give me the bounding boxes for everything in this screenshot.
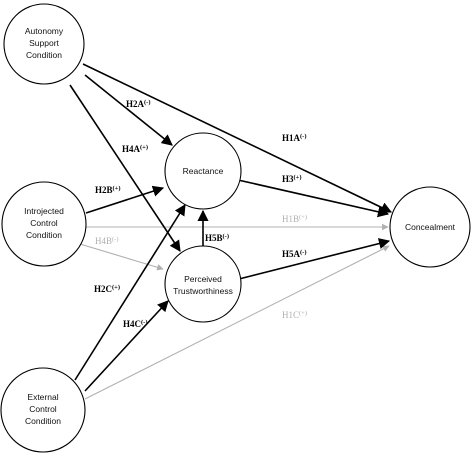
node-reactance: Reactance <box>164 132 242 210</box>
edge-label-name: H4A <box>122 144 141 154</box>
node-label-line: Perceived <box>184 274 222 284</box>
edge-label-name: H1B <box>282 214 299 224</box>
svg-text:Perceived: Perceived <box>184 274 222 284</box>
edge-label-name: H5A <box>282 249 301 259</box>
node-introjected-control-condition: Introjected Control Condition <box>1 181 87 267</box>
edge-label-name: H2B <box>95 185 113 195</box>
node-label-line: Reactance <box>183 166 224 176</box>
edge-h3 <box>237 179 390 218</box>
svg-text:Introjected: Introjected <box>24 206 64 216</box>
edge-label-h2c: H2C(+) <box>94 284 120 294</box>
edge-label-h4b: H4B(-) <box>95 236 119 246</box>
edge-label-name: H5B <box>205 233 223 243</box>
node-label-line: Control <box>29 404 57 414</box>
edge-label-sign: (-) <box>141 319 148 326</box>
edge-h1c <box>84 245 390 400</box>
edge-label-sign: (+) <box>112 284 120 291</box>
edge-label-sign: (-) <box>112 236 119 243</box>
svg-text:Concealment: Concealment <box>405 222 456 232</box>
edge-label-sign: (+) <box>299 310 307 317</box>
edge-label-name: H1C <box>282 310 299 320</box>
node-label-line: Control <box>30 218 58 228</box>
node-label-line: Condition <box>26 230 62 240</box>
edge-label-sign: (+) <box>113 185 121 192</box>
svg-text:Control: Control <box>29 404 57 414</box>
edge-label-name: H2A <box>126 99 145 109</box>
edge-label-h5a: H5A(-) <box>282 249 307 259</box>
edge-h4b <box>79 243 164 271</box>
svg-text:Condition: Condition <box>25 416 61 426</box>
edge-label-sign: (-) <box>300 249 307 256</box>
edge-label-h4a: H4A(+) <box>122 144 148 154</box>
edge-h4a <box>69 84 181 252</box>
edge-h2c <box>74 204 186 381</box>
svg-text:External: External <box>27 392 58 402</box>
node-label-line: Autonomy <box>25 26 64 36</box>
edge-label-name: H4C <box>123 319 141 329</box>
node-external-control-condition: External Control Condition <box>0 367 86 453</box>
edge-label-h4c: H4C(-) <box>123 319 148 329</box>
edge-label-h1a: H1A(-) <box>282 133 307 143</box>
node-concealment: Concealment <box>389 186 471 268</box>
edge-label-h3: H3(+) <box>282 174 302 184</box>
node-perceived-trustworthiness: Perceived Trustworthiness <box>164 245 242 323</box>
edge-label-h5b: H5B(-) <box>205 233 229 243</box>
edge-h2a <box>84 74 173 146</box>
edge-label-h2a: H2A(-) <box>126 99 151 109</box>
node-label-line: Trustworthiness <box>173 286 233 296</box>
svg-text:Reactance: Reactance <box>183 166 224 176</box>
edge-h5a <box>238 238 391 280</box>
edge-label-sign: (+) <box>299 214 307 221</box>
node-label-line: Condition <box>26 50 62 60</box>
edge-label-h1b: H1B(+) <box>282 214 307 224</box>
edge-h2b <box>85 185 165 214</box>
svg-text:Autonomy: Autonomy <box>25 26 64 36</box>
edge-label-name: H2C <box>94 284 112 294</box>
node-label-line: External <box>27 392 58 402</box>
node-label-line: Introjected <box>24 206 64 216</box>
svg-text:Condition: Condition <box>26 230 62 240</box>
node-label-line: Condition <box>25 416 61 426</box>
edge-label-name: H4B <box>95 236 112 246</box>
node-label-line: Concealment <box>405 222 456 232</box>
svg-text:Control: Control <box>30 218 58 228</box>
svg-text:Condition: Condition <box>26 50 62 60</box>
node-label-line: Support <box>29 38 59 48</box>
edge-label-name: H3 <box>282 174 294 184</box>
svg-text:Support: Support <box>29 38 59 48</box>
node-autonomy-support-condition: Autonomy Support Condition <box>3 3 85 85</box>
edge-label-sign: (-) <box>223 233 230 240</box>
edge-h4c <box>84 300 169 392</box>
edge-label-h1c: H1C(+) <box>282 310 307 320</box>
edge-label-sign: (-) <box>300 133 307 140</box>
edge-h1a <box>82 63 393 213</box>
edge-label-sign: (-) <box>144 99 151 106</box>
svg-text:Trustworthiness: Trustworthiness <box>173 286 233 296</box>
edge-label-sign: (+) <box>294 174 302 181</box>
edge-label-name: H1A <box>282 133 301 143</box>
edge-label-sign: (+) <box>140 144 148 151</box>
edge-label-h2b: H2B(+) <box>95 185 121 195</box>
